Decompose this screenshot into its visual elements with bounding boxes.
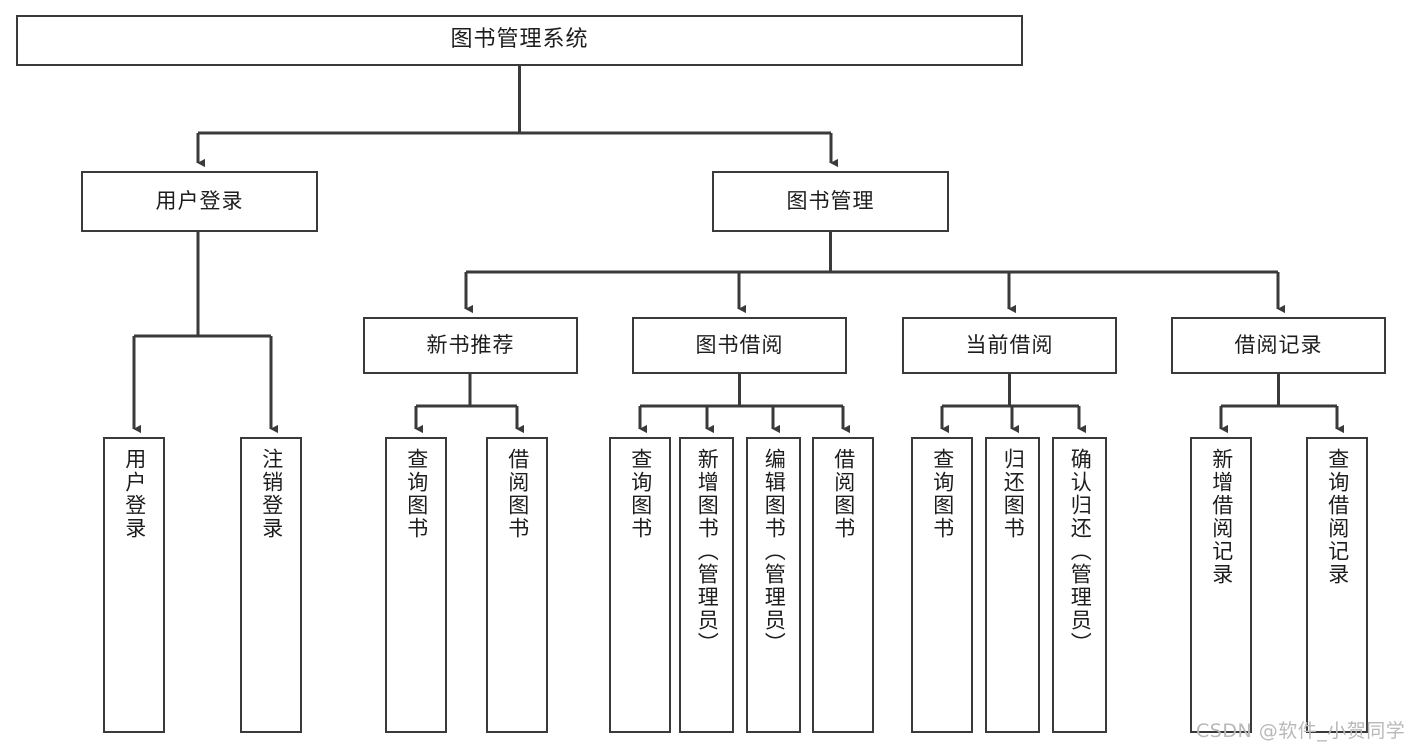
- node-label: 查询图书: [930, 448, 955, 540]
- node-leaf-user-login[interactable]: 用户登录: [103, 437, 165, 733]
- node-book-borrow[interactable]: 图书借阅: [632, 317, 847, 374]
- node-new-book-rec[interactable]: 新书推荐: [363, 317, 578, 374]
- node-label: 编辑图书（管理员）: [762, 448, 787, 655]
- node-leaf-query-record[interactable]: 查询借阅记录: [1306, 437, 1368, 733]
- node-leaf-query-book-3[interactable]: 查询图书: [911, 437, 973, 733]
- node-leaf-query-book-1[interactable]: 查询图书: [385, 437, 447, 733]
- node-label: 用户登录: [122, 448, 147, 540]
- node-label: 图书借阅: [695, 332, 784, 357]
- node-leaf-add-record[interactable]: 新增借阅记录: [1190, 437, 1252, 733]
- node-leaf-borrow-book-2[interactable]: 借阅图书: [812, 437, 874, 733]
- node-label: 确认归还（管理员）: [1068, 448, 1093, 655]
- node-label: 查询图书: [404, 448, 429, 540]
- node-leaf-query-book-2[interactable]: 查询图书: [609, 437, 671, 733]
- node-leaf-borrow-book-1[interactable]: 借阅图书: [486, 437, 548, 733]
- node-label: 新书推荐: [426, 332, 515, 357]
- node-label: 查询借阅记录: [1325, 448, 1350, 586]
- node-label: 借阅记录: [1234, 332, 1323, 357]
- node-label: 新增借阅记录: [1209, 448, 1234, 586]
- node-leaf-edit-book[interactable]: 编辑图书（管理员）: [746, 437, 801, 733]
- node-leaf-return-book[interactable]: 归还图书: [985, 437, 1040, 733]
- node-label: 当前借阅: [965, 332, 1054, 357]
- node-label: 图书管理: [786, 188, 875, 213]
- node-book-manage[interactable]: 图书管理: [712, 171, 949, 232]
- node-label: 借阅图书: [505, 448, 530, 540]
- node-label: 注销登录: [259, 448, 284, 540]
- node-current-borrow[interactable]: 当前借阅: [902, 317, 1117, 374]
- node-label: 用户登录: [155, 188, 244, 213]
- node-label: 借阅图书: [831, 448, 856, 540]
- node-label: 新增图书（管理员）: [695, 448, 720, 655]
- csdn-watermark: CSDN @软件_小贺同学: [1196, 720, 1405, 742]
- node-label: 图书管理系统: [450, 27, 589, 53]
- node-leaf-confirm-return[interactable]: 确认归还（管理员）: [1052, 437, 1107, 733]
- node-label: 查询图书: [628, 448, 653, 540]
- node-borrow-record[interactable]: 借阅记录: [1171, 317, 1386, 374]
- node-user-login[interactable]: 用户登录: [81, 171, 318, 232]
- node-leaf-add-book[interactable]: 新增图书（管理员）: [679, 437, 734, 733]
- node-root-system[interactable]: 图书管理系统: [16, 15, 1023, 66]
- node-label: 归还图书: [1001, 448, 1026, 540]
- node-leaf-logout[interactable]: 注销登录: [240, 437, 302, 733]
